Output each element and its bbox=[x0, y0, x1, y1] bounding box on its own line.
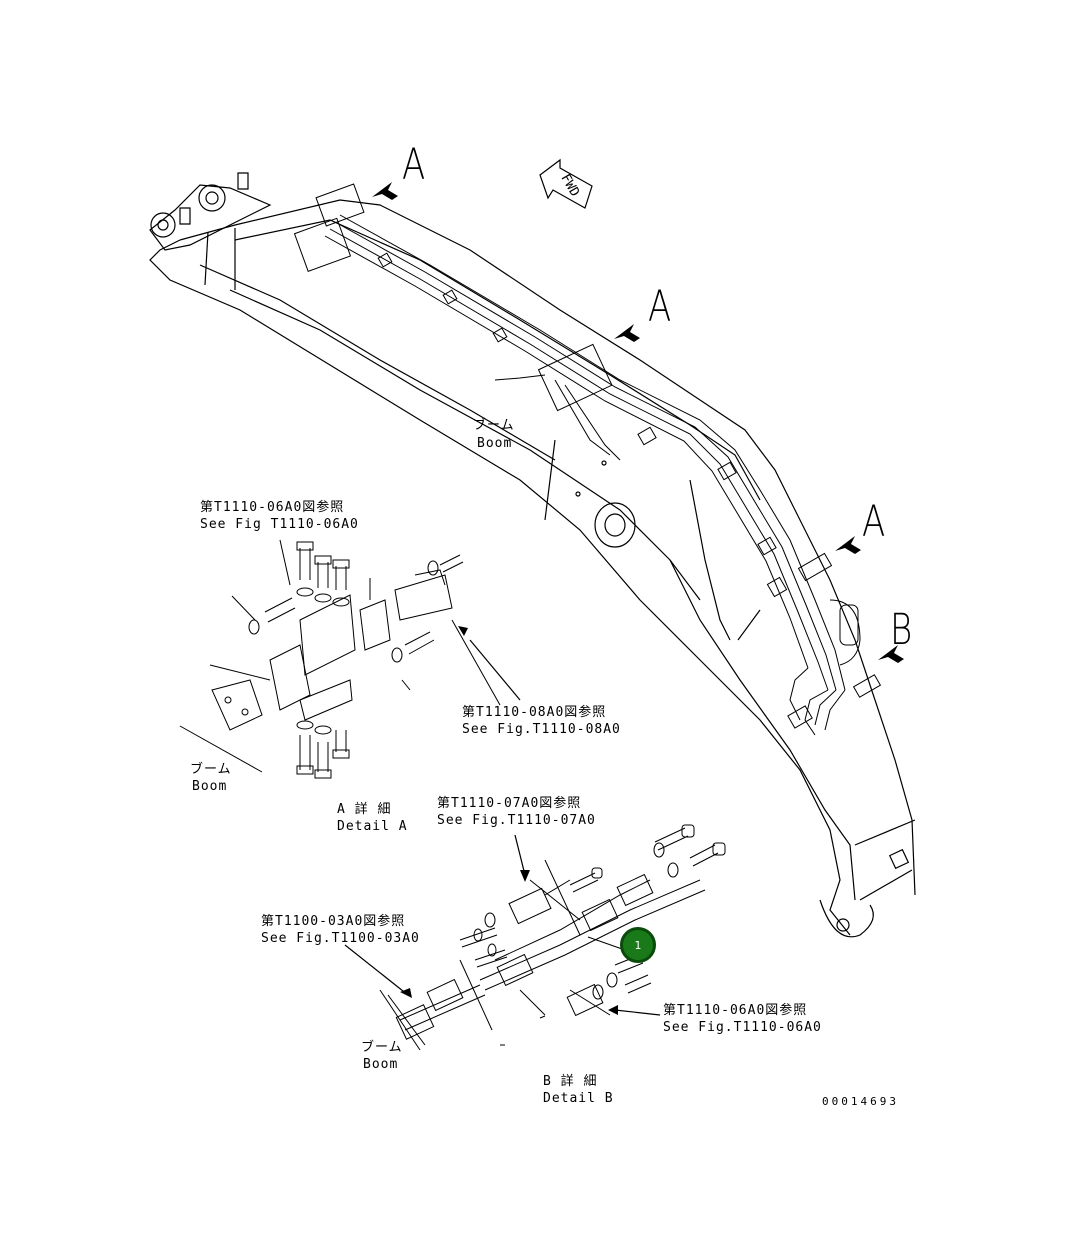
detail-b-title-en: Detail B bbox=[543, 1091, 614, 1106]
boom-label-detail-a-en: Boom bbox=[192, 779, 228, 794]
reference-leaders bbox=[345, 626, 660, 1015]
ref-t1110-07a0-jp: 第T1110-07A0図参照 bbox=[437, 796, 582, 811]
ref-t1100-03a0-jp: 第T1100-03A0図参照 bbox=[261, 914, 406, 929]
detail-b-title-jp: B 詳 細 bbox=[543, 1074, 598, 1089]
view-letter-a-top: A bbox=[402, 140, 426, 190]
ref-t1110-08a0-en: See Fig.T1110-08A0 bbox=[462, 722, 621, 737]
boom-label-detail-b-en: Boom bbox=[363, 1057, 399, 1072]
hydraulic-lines bbox=[294, 184, 880, 735]
boom-label-main-en: Boom bbox=[477, 436, 513, 451]
boom-label-main-jp: ブーム bbox=[473, 418, 515, 433]
boom-label-detail-a-jp: ブーム bbox=[190, 762, 232, 777]
part-callout-1[interactable]: 1 bbox=[620, 927, 656, 963]
detail-a-drawing bbox=[180, 540, 500, 778]
fwd-arrow bbox=[540, 160, 592, 208]
ref-t1110-08a0-jp: 第T1110-08A0図参照 bbox=[462, 705, 607, 720]
detail-a-title-jp: A 詳 細 bbox=[337, 802, 392, 817]
view-letter-a-right: A bbox=[862, 497, 886, 547]
view-letter-b: B bbox=[890, 605, 913, 655]
ref-t1110-06a0-top-jp: 第T1110-06A0図参照 bbox=[200, 500, 345, 515]
ref-t1110-07a0-en: See Fig.T1110-07A0 bbox=[437, 813, 596, 828]
ref-t1110-06a0-bottom-en: See Fig.T1110-06A0 bbox=[663, 1020, 822, 1035]
detail-a-title-en: Detail A bbox=[337, 819, 408, 834]
detail-b-drawing bbox=[380, 825, 725, 1050]
ref-t1110-06a0-top-en: See Fig T1110-06A0 bbox=[200, 517, 359, 532]
boom-body bbox=[150, 173, 915, 937]
view-letter-a-middle: A bbox=[648, 282, 672, 332]
ref-t1110-06a0-bottom-jp: 第T1110-06A0図参照 bbox=[663, 1003, 808, 1018]
view-arrows bbox=[372, 182, 904, 663]
ref-t1100-03a0-en: See Fig.T1100-03A0 bbox=[261, 931, 420, 946]
boom-label-detail-b-jp: ブーム bbox=[361, 1040, 403, 1055]
drawing-number: 00014693 bbox=[822, 1095, 899, 1108]
